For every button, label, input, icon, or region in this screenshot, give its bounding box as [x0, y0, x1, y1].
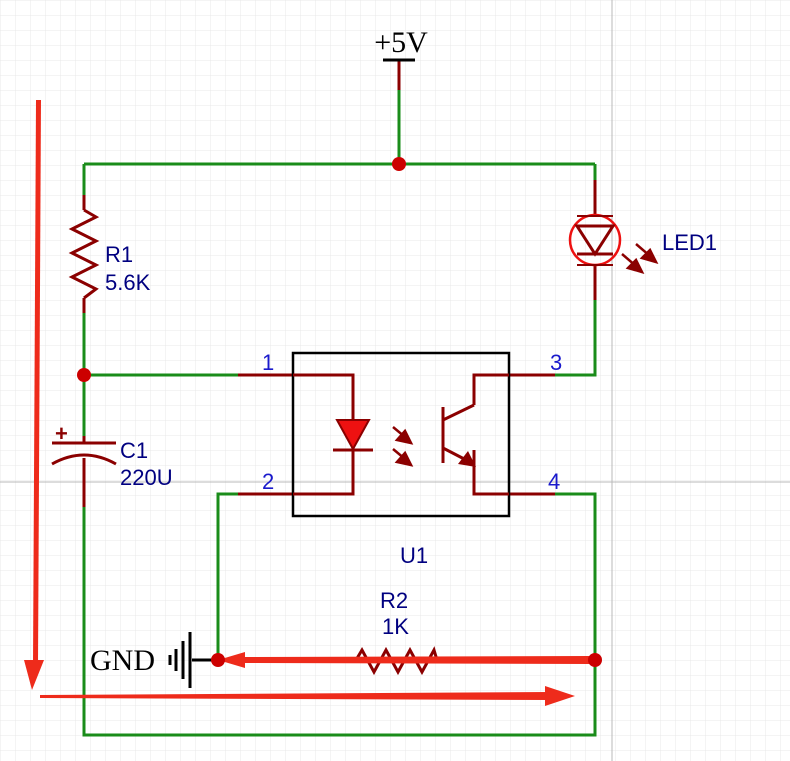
component-leads: [82, 60, 597, 662]
u1-pin-2-label: 2: [262, 469, 274, 494]
junction-r2-right: [588, 653, 602, 667]
flow-arrow-right-shaft: [40, 692, 550, 700]
u1-pin-1-label: 1: [262, 350, 274, 375]
u1-transistor-collector: [442, 403, 475, 422]
wire-pin2: [216, 492, 238, 660]
flow-arrow-left-head: [218, 652, 245, 668]
u1-light-arrows: [392, 426, 414, 467]
c1-polarity: +: [55, 421, 68, 446]
u1-led-triangle: [335, 419, 371, 452]
u1-collector-wire: [472, 373, 509, 405]
wire-bottom-loop: [82, 507, 597, 737]
ground-symbol[interactable]: GND: [90, 632, 212, 688]
u1-arrowhead-1: [394, 428, 414, 445]
led1-emission-arrows: [621, 243, 659, 274]
u1-emitter-arrowhead: [458, 451, 476, 467]
u1-ref: U1: [400, 543, 428, 568]
led1-arrowhead-1: [625, 257, 645, 274]
wire-pin4: [555, 492, 597, 660]
r2-ref: R2: [380, 588, 408, 613]
u1-pin-3-label: 3: [550, 350, 562, 375]
u1-optocoupler[interactable]: 1 2 3 4 U1: [262, 350, 562, 568]
vcc-label: +5V: [374, 26, 428, 59]
flow-arrow-down-head: [24, 660, 44, 690]
led1[interactable]: LED1: [568, 213, 717, 274]
led1-triangle: [574, 224, 616, 257]
junction-vcc: [392, 157, 406, 171]
junction-gnd: [211, 653, 225, 667]
u1-pin-4-label: 4: [548, 469, 560, 494]
flow-arrow-left-shaft: [240, 656, 590, 664]
c1-plate-negative: [51, 453, 117, 466]
junctions: [77, 157, 602, 667]
r1-ref: R1: [105, 242, 133, 267]
u1-internal-wiring: [293, 373, 509, 496]
led1-arrowhead-2: [639, 247, 659, 264]
ground-label: GND: [90, 644, 155, 677]
r1-zigzag: [68, 208, 100, 300]
c1-capacitor[interactable]: + C1 220U: [51, 421, 173, 490]
u1-anode-wire: [293, 373, 355, 420]
led1-ref: LED1: [662, 230, 717, 255]
c1-value: 220U: [120, 465, 173, 490]
u1-arrowhead-2: [394, 450, 414, 467]
wire-pin3: [555, 300, 597, 377]
r1-resistor[interactable]: R1 5.6K: [68, 208, 151, 300]
vcc-symbol[interactable]: +5V: [374, 26, 428, 62]
flow-arrow-down-shaft: [33, 100, 41, 665]
current-flow-arrows: [24, 100, 590, 706]
u1-body: [291, 351, 511, 518]
junction-r1-c1: [77, 368, 91, 382]
u1-cathode-wire: [293, 449, 355, 496]
c1-ref: C1: [120, 438, 148, 463]
r2-value: 1K: [382, 614, 409, 639]
r1-value: 5.6K: [105, 270, 151, 295]
flow-arrow-right-head: [545, 686, 575, 706]
